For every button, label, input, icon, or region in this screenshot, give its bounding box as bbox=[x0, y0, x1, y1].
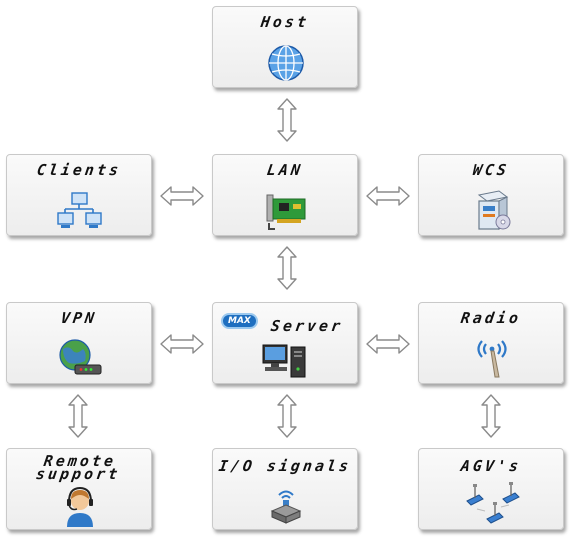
radio-node: Radio bbox=[418, 302, 564, 384]
io-signals-label: I/O signals bbox=[217, 457, 353, 475]
desktop-computer-icon bbox=[262, 344, 306, 378]
wcs-node: WCS bbox=[418, 154, 564, 236]
arrow-radio-agvs bbox=[481, 394, 501, 438]
software-box-icon bbox=[477, 190, 511, 230]
arrow-lan-server bbox=[277, 246, 297, 290]
wcs-label: WCS bbox=[471, 161, 511, 179]
host-label: Host bbox=[259, 13, 311, 31]
radio-label: Radio bbox=[459, 309, 523, 327]
network-computers-icon bbox=[57, 192, 102, 228]
arrow-clients-lan bbox=[160, 186, 204, 206]
arrow-server-io bbox=[277, 394, 297, 438]
server-node: MAX Server bbox=[212, 302, 358, 384]
max-logo: MAX bbox=[221, 313, 258, 329]
agvs-label: AGV's bbox=[459, 457, 523, 475]
antenna-icon bbox=[477, 340, 507, 378]
arrow-server-radio bbox=[366, 334, 410, 354]
lan-node: LAN bbox=[212, 154, 358, 236]
remote-support-label: Remote support bbox=[5, 452, 153, 483]
signal-beacon-icon bbox=[270, 490, 302, 524]
agvs-node: AGV's bbox=[418, 448, 564, 530]
vpn-node: VPN bbox=[6, 302, 152, 384]
globe-icon bbox=[268, 45, 304, 81]
clients-label: Clients bbox=[35, 161, 123, 179]
remote-support-node: Remote support bbox=[6, 448, 152, 530]
arrow-vpn-server bbox=[160, 334, 204, 354]
network-card-icon bbox=[266, 194, 306, 230]
vpn-label: VPN bbox=[59, 309, 99, 327]
clients-node: Clients bbox=[6, 154, 152, 236]
globe-modem-icon bbox=[59, 339, 102, 375]
remote-support-label-line2: support bbox=[34, 465, 122, 483]
arrow-lan-wcs bbox=[366, 186, 410, 206]
host-node: Host bbox=[212, 6, 358, 88]
headset-operator-icon bbox=[67, 486, 93, 527]
server-label: Server bbox=[269, 317, 345, 335]
arrow-vpn-remote bbox=[68, 394, 88, 438]
agv-vehicles-icon bbox=[466, 482, 520, 524]
io-signals-node: I/O signals bbox=[212, 448, 358, 530]
arrow-host-lan bbox=[277, 98, 297, 142]
lan-label: LAN bbox=[265, 161, 305, 179]
